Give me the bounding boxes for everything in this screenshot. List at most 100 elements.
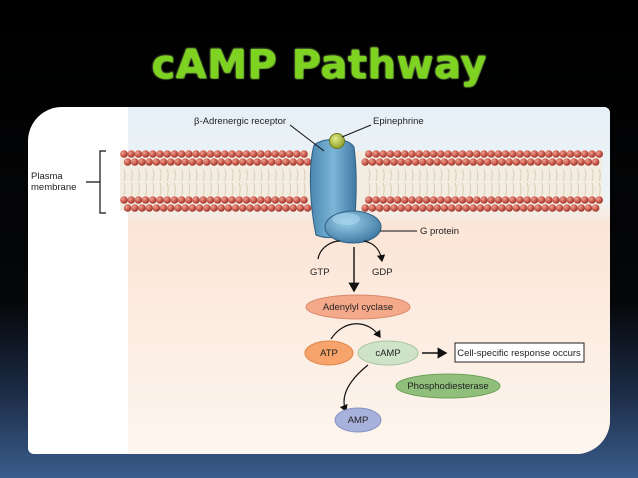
- lipid-head: [138, 204, 146, 212]
- lipid-head: [203, 158, 211, 166]
- lipid-head: [563, 204, 571, 212]
- lipid-head: [278, 150, 287, 158]
- lipid-head: [228, 196, 236, 204]
- lipid-head: [278, 196, 287, 204]
- lipid-head: [573, 150, 582, 158]
- lipid-head: [293, 196, 301, 204]
- lipid-head: [152, 204, 161, 212]
- lipid-head: [235, 196, 243, 204]
- lipid-head: [415, 150, 424, 158]
- lipid-tails: [123, 168, 601, 196]
- lipid-head: [491, 158, 499, 166]
- lipid-head: [433, 158, 442, 166]
- lipid-head: [563, 158, 571, 166]
- lipid-head: [167, 204, 175, 212]
- lipid-head: [462, 158, 470, 166]
- lipid-head: [224, 204, 233, 212]
- lipid-head: [156, 150, 164, 158]
- lipid-head: [393, 196, 402, 204]
- lipid-head: [188, 158, 197, 166]
- lipid-head: [577, 204, 585, 212]
- epinephrine-molecule: [329, 133, 345, 149]
- atp-to-camp-arrow: [330, 323, 381, 340]
- lipid-head: [519, 158, 528, 166]
- lipid-head: [595, 196, 603, 204]
- epinephrine-label: Epinephrine: [373, 116, 424, 127]
- lipid-head: [159, 158, 168, 166]
- lipid-head: [516, 150, 524, 158]
- lipid-head: [545, 196, 553, 204]
- lipid-head: [138, 158, 146, 166]
- lipid-head: [181, 158, 189, 166]
- lipid-head: [487, 196, 496, 204]
- receptor-leader: [289, 124, 325, 152]
- lipid-head: [264, 196, 272, 204]
- lipid-head: [239, 158, 247, 166]
- lipid-head: [440, 204, 449, 212]
- phosphodiesterase-label: Phosphodiesterase: [407, 381, 488, 392]
- lipid-head: [361, 204, 370, 212]
- lipid-head: [159, 204, 168, 212]
- lipid-head: [120, 150, 128, 158]
- lipid-head: [386, 150, 395, 158]
- lipid-head: [206, 150, 215, 158]
- lipid-head: [127, 150, 135, 158]
- lipid-head: [379, 196, 388, 204]
- lipid-head: [195, 204, 204, 212]
- diagram-panel: Plasma membrane β-Adrenergic receptor Ep…: [28, 107, 610, 454]
- lipid-head: [451, 150, 460, 158]
- lipid-head: [386, 196, 395, 204]
- lipid-head: [120, 196, 128, 204]
- lipid-head: [548, 158, 557, 166]
- lipid-head: [253, 204, 261, 212]
- lipid-head: [444, 196, 452, 204]
- lipid-head: [411, 158, 420, 166]
- lipid-head: [469, 158, 478, 166]
- lipid-heads: [120, 150, 603, 212]
- lipid-head: [534, 158, 542, 166]
- lipid-head: [458, 150, 467, 158]
- lipid-head: [455, 204, 463, 212]
- lipid-head: [249, 150, 258, 158]
- phosphodiesterase: [395, 373, 501, 399]
- lipid-head: [473, 150, 481, 158]
- lipid-head: [231, 158, 240, 166]
- lipid-head: [491, 204, 499, 212]
- lipid-head: [303, 158, 312, 166]
- camp-label: cAMP: [375, 348, 400, 359]
- lipid-head: [401, 150, 409, 158]
- lipid-head: [300, 196, 308, 204]
- response-box: [454, 342, 585, 363]
- lipid-head: [408, 150, 416, 158]
- lipid-head: [271, 196, 279, 204]
- lipid-head: [257, 196, 265, 204]
- lipid-head: [541, 158, 549, 166]
- lipid-head: [210, 204, 218, 212]
- lipid-head: [498, 158, 506, 166]
- lipid-head: [228, 150, 236, 158]
- lipid-head: [501, 150, 510, 158]
- lipid-head: [509, 150, 517, 158]
- lipid-head: [566, 196, 575, 204]
- lipid-head: [537, 150, 546, 158]
- lipid-head: [275, 204, 283, 212]
- lipid-head: [570, 158, 578, 166]
- gdp-label: GDP: [372, 267, 393, 278]
- lipid-head: [181, 204, 189, 212]
- lipid-head: [242, 196, 251, 204]
- lipid-head: [152, 158, 161, 166]
- lipid-head: [519, 204, 528, 212]
- membrane-bracket: [86, 150, 106, 214]
- lipid-head: [221, 150, 229, 158]
- response-label: Cell-specific response occurs: [457, 348, 581, 359]
- gtp-arrow: [317, 240, 341, 260]
- lipid-head: [282, 204, 290, 212]
- lipid-head: [548, 204, 557, 212]
- lipid-head: [440, 158, 449, 166]
- plasma-label-line2: membrane: [31, 182, 76, 193]
- lipid-head: [177, 150, 186, 158]
- lipid-head: [494, 196, 503, 204]
- lipid-head: [559, 150, 567, 158]
- receptor-label: β-Adrenergic receptor: [194, 116, 286, 127]
- lipid-head: [303, 204, 312, 212]
